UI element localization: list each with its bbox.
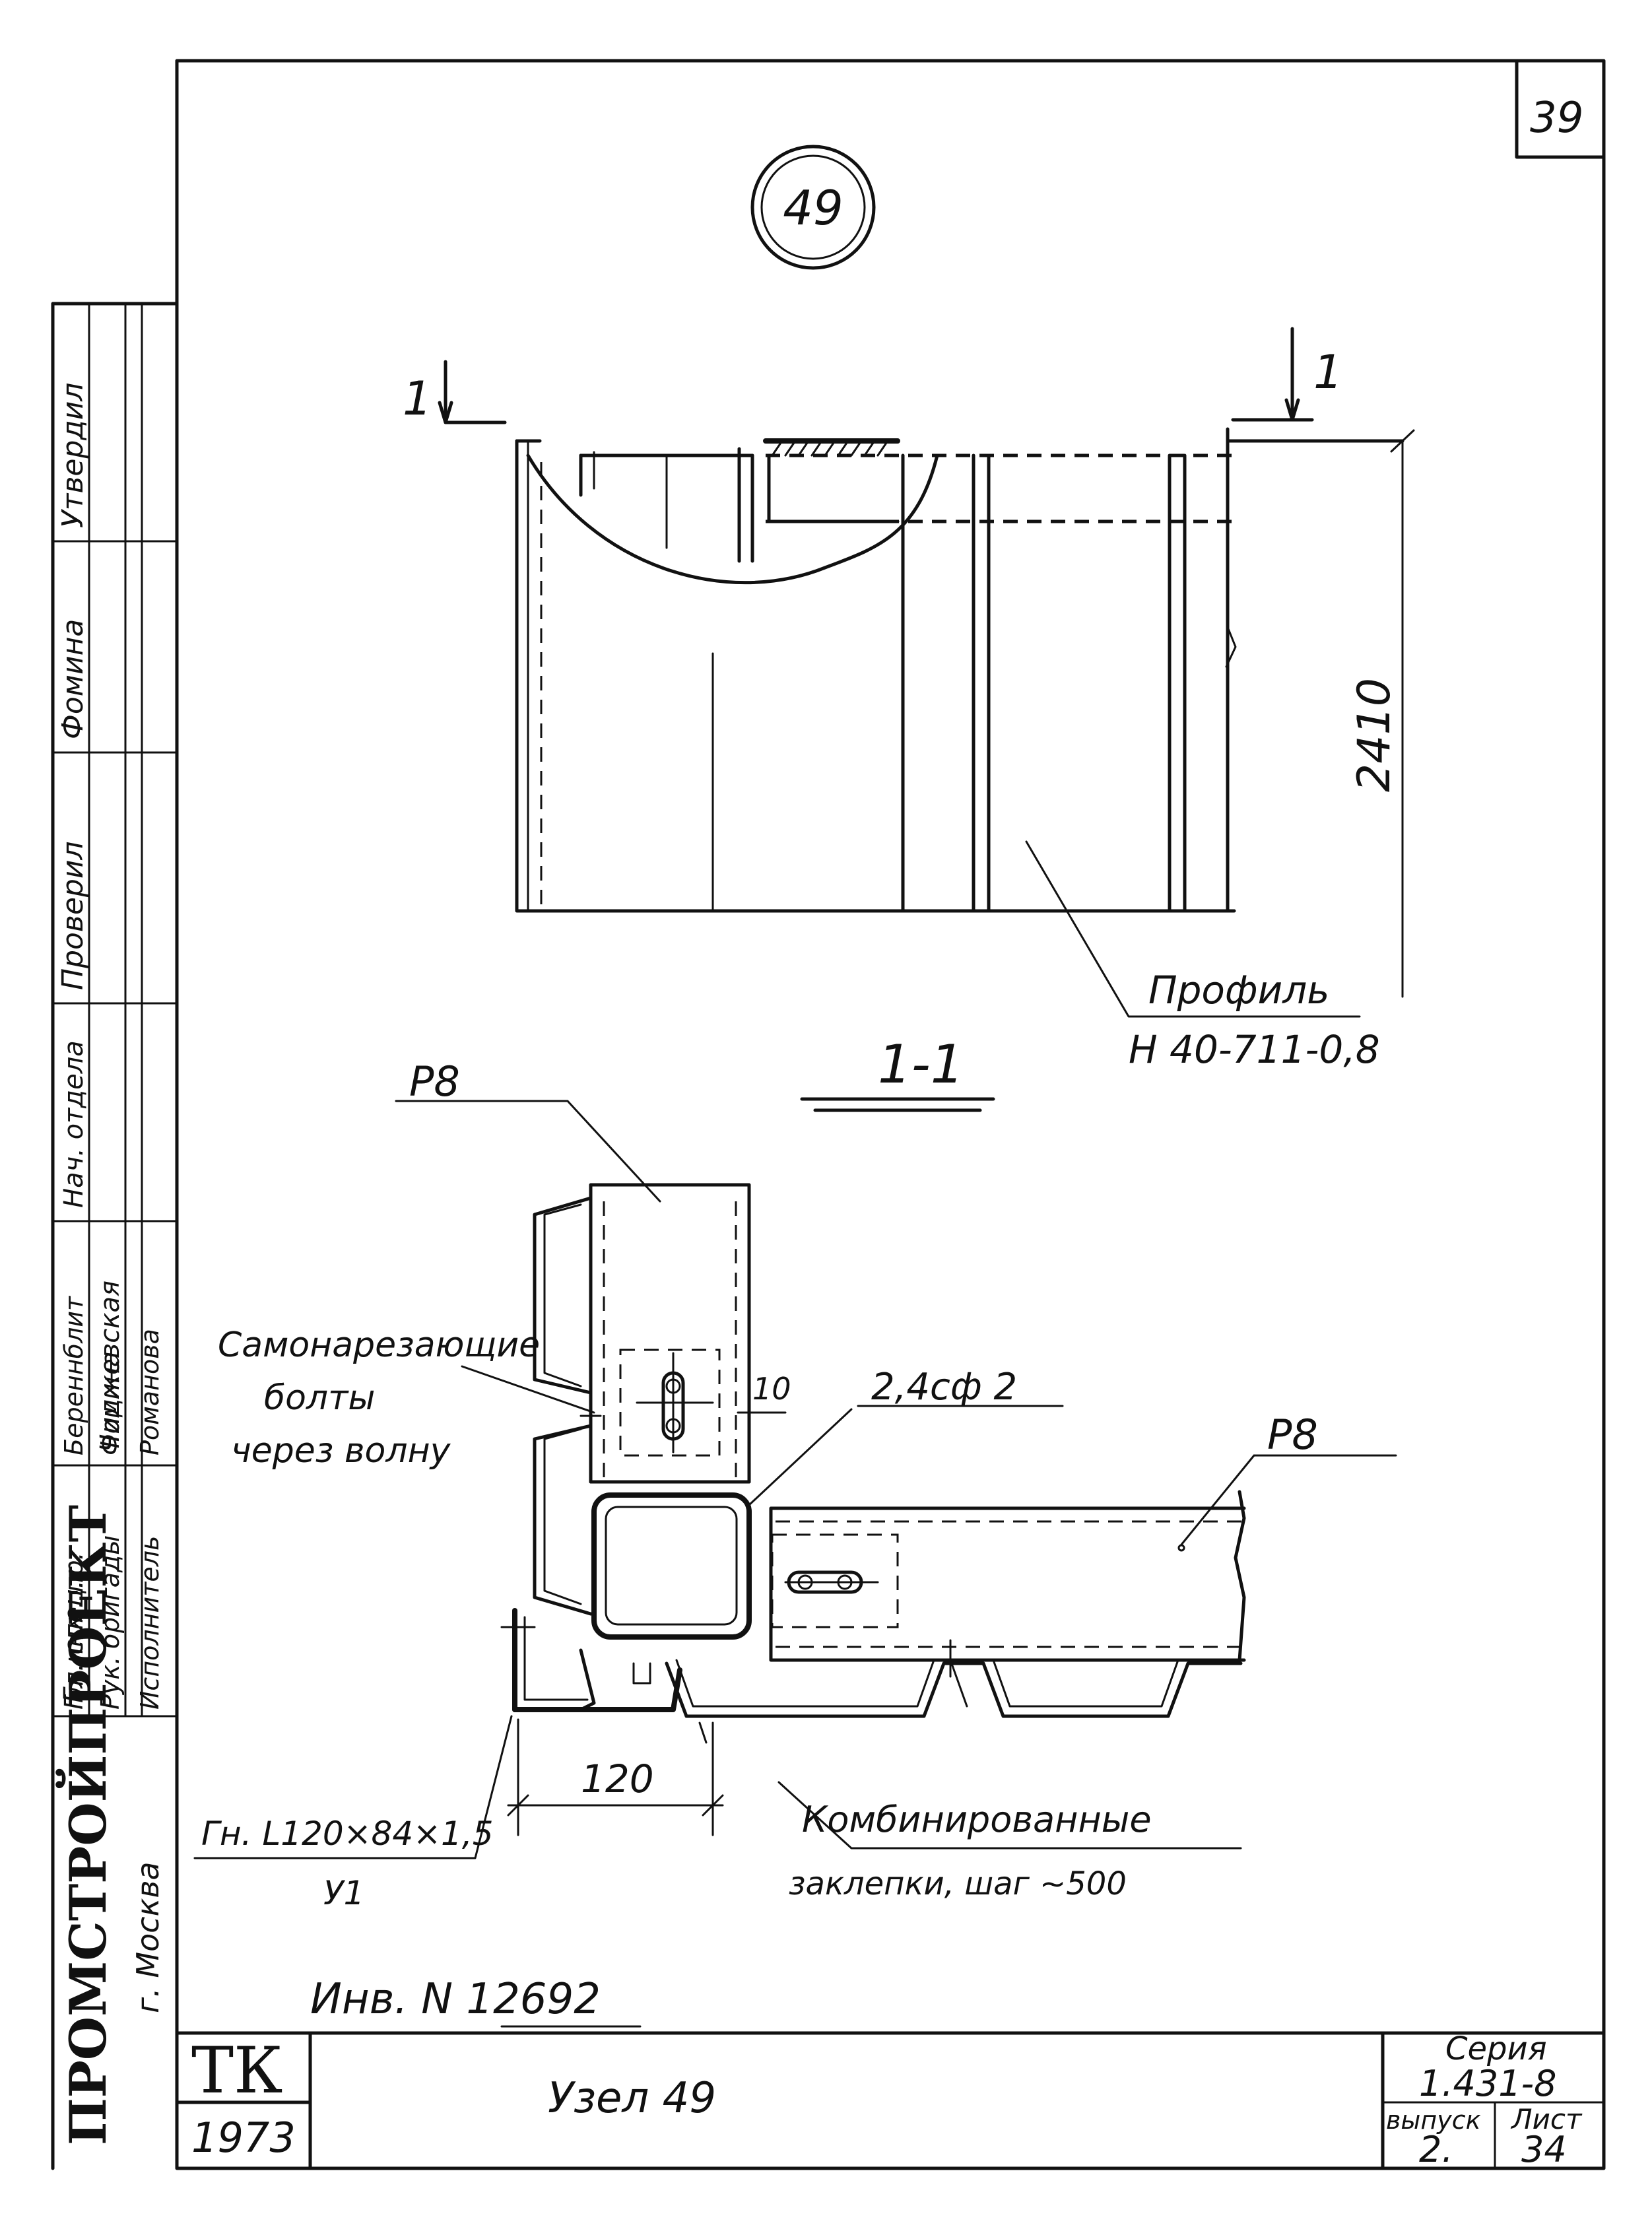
stamp-header-role-1: Нач. отдела <box>59 1040 89 1208</box>
bolts-label-3: через волну <box>231 1431 451 1471</box>
inventory-number: Инв. N 12692 <box>310 1975 601 2024</box>
plan-view: 1 1 <box>403 327 1415 1072</box>
bolts-label-2: болты <box>264 1378 375 1418</box>
dim-120: 120 <box>581 1756 654 1801</box>
beam-top-label: Р8 <box>409 1057 460 1106</box>
stamp-header-role-2: Гл. спец. <box>59 1580 89 1703</box>
stamp-name-2: Фомина <box>96 1352 125 1455</box>
stamp-left: Утвердил Фомина Проверил Нач. отдела Чид… <box>51 302 179 2170</box>
section-view: Р8 Самонарезающие болты через волну 10 2… <box>193 1057 1397 1912</box>
stamp-role-1: Гл. инж. пр. <box>59 1552 88 1710</box>
rivets-label-1: Комбинированные <box>802 1799 1152 1840</box>
stamp-top-cell-3: Проверил <box>56 841 90 990</box>
tb-title: Узел 49 <box>548 2074 716 2123</box>
tb-issue-value: 2. <box>1419 2129 1453 2170</box>
stamp-role-3: Исполнитель <box>135 1536 164 1710</box>
tb-series-label: Серия <box>1445 2030 1547 2067</box>
stamp-name-3: Романова <box>135 1329 164 1455</box>
title-block: ТК 1973 Узел 49 Серия 1.431-8 выпуск 2. … <box>175 2030 1606 2170</box>
svg-text:1: 1 <box>1313 345 1343 399</box>
svg-text:1-1: 1-1 <box>878 1034 964 1095</box>
section-cut-right: 1 <box>1231 327 1343 422</box>
gap-label: 10 <box>752 1371 791 1407</box>
tb-issue-label: выпуск <box>1386 2106 1481 2135</box>
tb-sheet-label: Лист <box>1510 2103 1583 2135</box>
svg-text:1: 1 <box>403 372 432 426</box>
weld-label: 2,4сф 2 <box>871 1366 1017 1409</box>
rivets-label-2: заклепки, шаг ~500 <box>789 1865 1127 1902</box>
profile-code: H 40-711-0,8 <box>1129 1027 1380 1072</box>
node-mark: 49 <box>750 145 876 270</box>
stamp-name-1: Береннблит <box>59 1295 88 1455</box>
bolts-label-1: Самонарезающие <box>218 1325 540 1365</box>
stamp-top-cell-1: Утвердил <box>56 382 90 528</box>
dim-2410: 2410 <box>1348 678 1401 792</box>
beam-right-label: Р8 <box>1267 1411 1318 1459</box>
svg-text:49: 49 <box>783 180 843 236</box>
angle-grade: У1 <box>323 1874 364 1912</box>
profile-label: Профиль <box>1148 968 1329 1013</box>
sheet-frame <box>175 59 1606 2170</box>
angle-label: Гн. L120×84×1,5 <box>201 1815 494 1853</box>
stamp-role-2: Рук. бригады <box>96 1535 125 1710</box>
org-city: г. Москва <box>130 1861 166 2013</box>
section-cut-left: 1 <box>403 360 507 426</box>
tb-sheet-value: 34 <box>1521 2129 1567 2170</box>
page-number-box <box>1515 59 1606 159</box>
page-number: 39 <box>1530 94 1583 143</box>
weld-hatch <box>771 440 889 457</box>
stamp-top-cell-2: Фомина <box>56 619 90 739</box>
stamp-header-name-1: Чиджевская <box>95 1281 125 1452</box>
tb-year: 1973 <box>191 2114 296 2162</box>
section-title: 1-1 <box>800 1034 995 1112</box>
org-name: ПРОМСТРОЙПРОЕКТ <box>55 1505 117 2145</box>
tb-series-value: 1.431-8 <box>1419 2063 1556 2104</box>
tb-code: ТК <box>191 2034 282 2108</box>
